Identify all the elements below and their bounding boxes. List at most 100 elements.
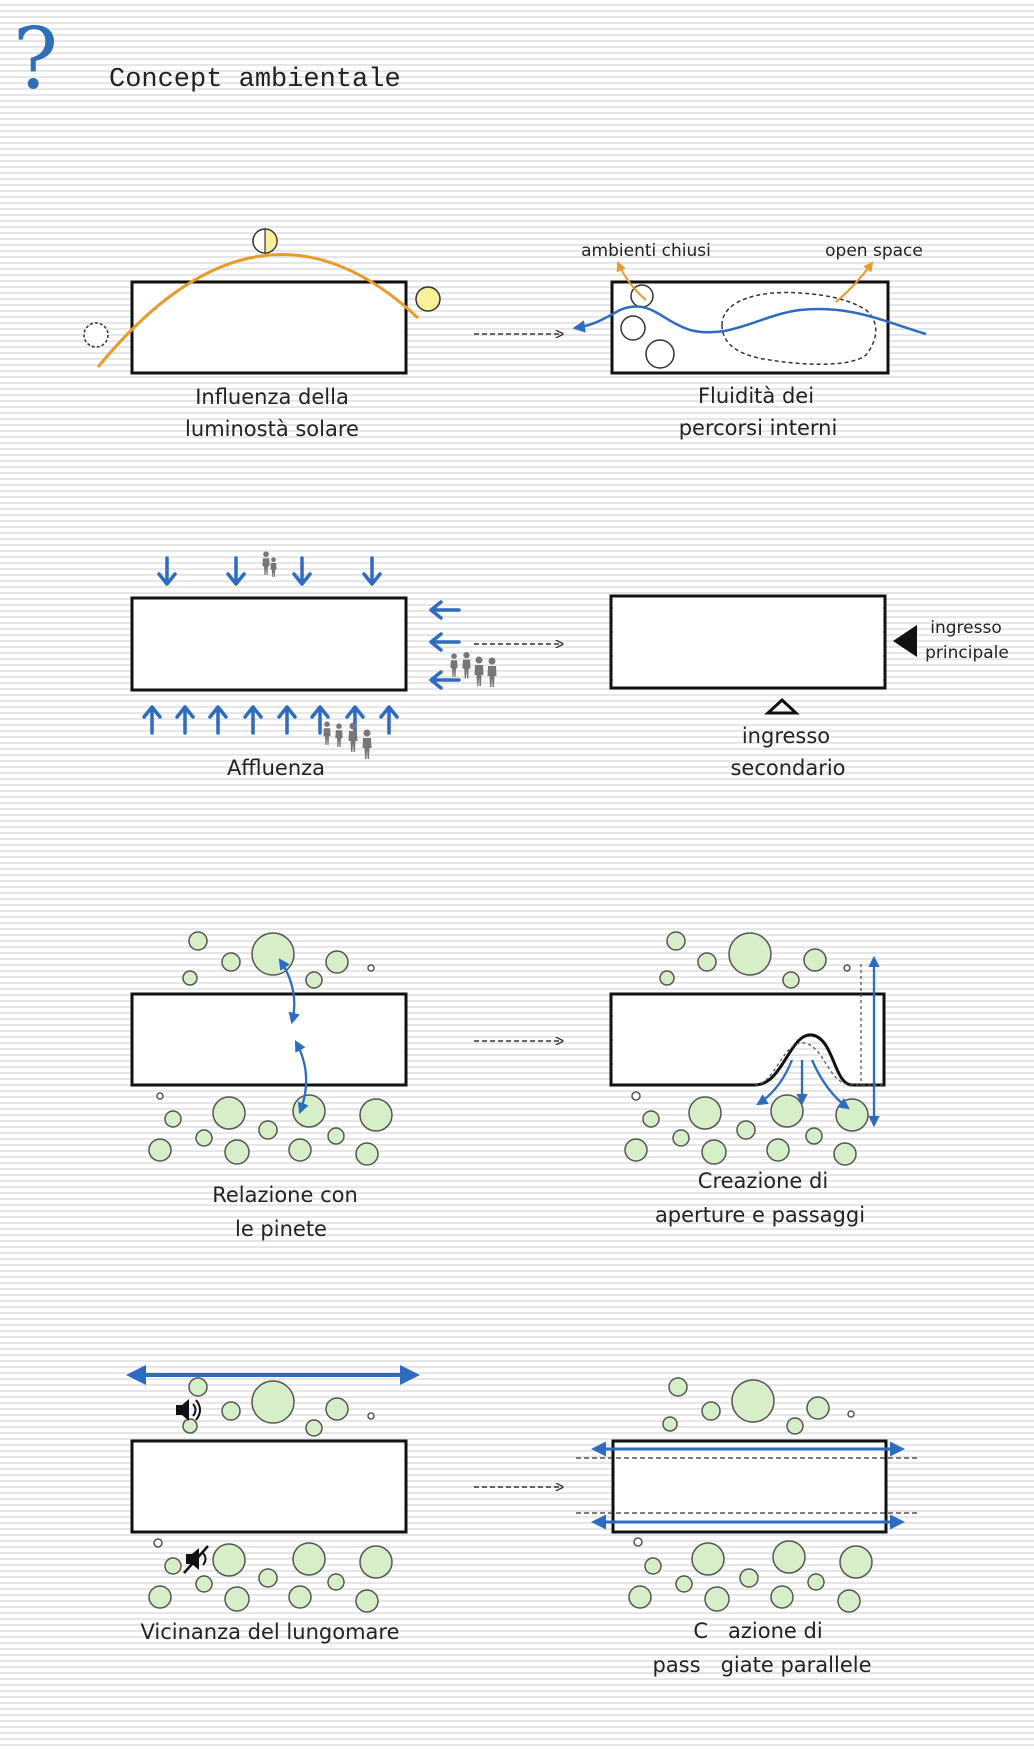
tree-circle <box>633 1537 643 1547</box>
tree-circle <box>305 1419 323 1437</box>
pine-trees-bottom <box>148 1092 393 1166</box>
caption-seafront: Vicinanza del lungomare <box>141 1620 400 1644</box>
tree-circle <box>697 952 717 972</box>
caption-secondary-line1: ingresso <box>742 724 830 748</box>
flow-arrow-down <box>292 556 312 586</box>
tree-circle <box>164 1110 182 1128</box>
secondary-entrance-triangle <box>764 697 800 715</box>
diagram-entrances: ingresso principale ingresso secondario <box>609 594 1009 780</box>
closed-room-circle <box>645 339 675 369</box>
tree-circle <box>839 1545 873 1579</box>
tree-circle <box>224 1139 250 1165</box>
tree-circle <box>251 932 295 976</box>
tree-circle <box>367 964 375 972</box>
tree-circle <box>805 1127 823 1145</box>
diagram-internal-paths: ambienti chiusi open space Fluidità dei … <box>572 241 927 440</box>
flow-arrow-left <box>429 600 461 620</box>
caption-solar-line1: Influenza della <box>195 385 349 409</box>
building-outline-with-opening <box>609 992 886 1087</box>
tree-circle <box>843 964 851 972</box>
tree-circle <box>212 1096 246 1130</box>
flow-arrow-up <box>142 705 162 735</box>
passage-arrow <box>810 1059 850 1110</box>
pine-trees-top <box>662 1377 855 1435</box>
tree-circle <box>164 1557 182 1575</box>
tree-circle <box>325 950 349 974</box>
tree-circle <box>182 1418 198 1434</box>
tree-circle <box>355 1142 379 1166</box>
question-mark-icon: ? <box>13 10 58 108</box>
caption-solar-line2: luminostà solare <box>185 417 359 441</box>
tree-circle <box>691 1542 725 1576</box>
tree-circle <box>803 948 827 972</box>
flow-arrow-left <box>429 670 461 690</box>
tree-circle <box>258 1120 278 1140</box>
building-outline <box>130 280 408 375</box>
caption-affluence: Affluenza <box>227 756 325 780</box>
flow-arrow-up <box>345 705 365 735</box>
tree-circle <box>807 1573 825 1591</box>
tree-circle <box>148 1585 172 1609</box>
tree-circle <box>662 1416 678 1432</box>
tree-circle <box>258 1568 278 1588</box>
tree-circle <box>188 1377 208 1397</box>
caption-paths-line2: percorsi interni <box>679 416 838 440</box>
building-outline <box>130 992 408 1087</box>
tree-circle <box>359 1098 393 1132</box>
tree-circle <box>631 1091 641 1101</box>
tree-circle <box>835 1098 869 1132</box>
label-main-entrance-line2: principale <box>925 643 1009 663</box>
caption-secondary-line2: secondario <box>730 756 845 780</box>
tree-circle <box>182 970 198 986</box>
tree-circle <box>659 970 675 986</box>
tree-circle <box>704 1586 730 1612</box>
label-main-entrance-line1: ingresso <box>930 618 1001 638</box>
tree-circle <box>772 1540 806 1574</box>
pine-trees-bottom <box>624 1091 869 1166</box>
tree-circle <box>770 1585 794 1609</box>
flow-arrow-down <box>362 556 382 586</box>
closed-room-circle <box>620 315 646 341</box>
flow-arrow-left <box>429 632 461 652</box>
people-icon <box>262 551 277 577</box>
flow-arrow-up <box>379 705 399 735</box>
tree-circle <box>644 1557 662 1575</box>
tree-circle <box>666 931 686 951</box>
tree-circle <box>782 971 800 989</box>
sun-icon-rise <box>83 322 109 348</box>
opening-dashed-guide <box>754 1042 884 1086</box>
tree-circle <box>837 1589 861 1613</box>
flow-arrow-down <box>157 556 177 586</box>
caption-paths-line1: Fluidità dei <box>698 384 814 408</box>
pine-trees-bottom <box>148 1538 393 1613</box>
closed-rooms-pointer <box>616 261 647 301</box>
tree-circle <box>833 1142 857 1166</box>
tree-circle <box>288 1138 312 1162</box>
caption-openings-line1: Creazione di <box>698 1169 828 1193</box>
building-outline <box>130 596 408 692</box>
flow-arrow-up <box>208 705 228 735</box>
tree-circle <box>728 932 772 976</box>
open-space-boundary <box>721 291 877 366</box>
diagram-seafront: Vicinanza del lungomare <box>126 1365 420 1644</box>
tree-circle <box>224 1586 250 1612</box>
relation-arrow-top <box>278 958 300 1025</box>
tree-circle <box>221 1401 241 1421</box>
sun-icon-noon <box>252 228 278 254</box>
sun-path-arc <box>96 253 420 368</box>
tree-circle <box>195 1129 213 1147</box>
diagram-solar-influence: Influenza della luminostà solare <box>83 228 441 441</box>
tree-circle <box>731 1379 775 1423</box>
tree-circle <box>642 1110 660 1128</box>
tree-circle <box>701 1401 721 1421</box>
caption-walkways-line1: C azione di <box>693 1619 822 1643</box>
tree-circle <box>786 1417 804 1435</box>
muted-speaker-icon <box>183 1545 209 1574</box>
flow-arrow-up <box>175 705 195 735</box>
pine-trees-top <box>182 1377 375 1437</box>
tree-circle <box>736 1120 756 1140</box>
tree-circle <box>292 1542 326 1576</box>
tree-circle <box>766 1138 790 1162</box>
tree-circle <box>327 1573 345 1591</box>
tree-circle <box>675 1575 693 1593</box>
